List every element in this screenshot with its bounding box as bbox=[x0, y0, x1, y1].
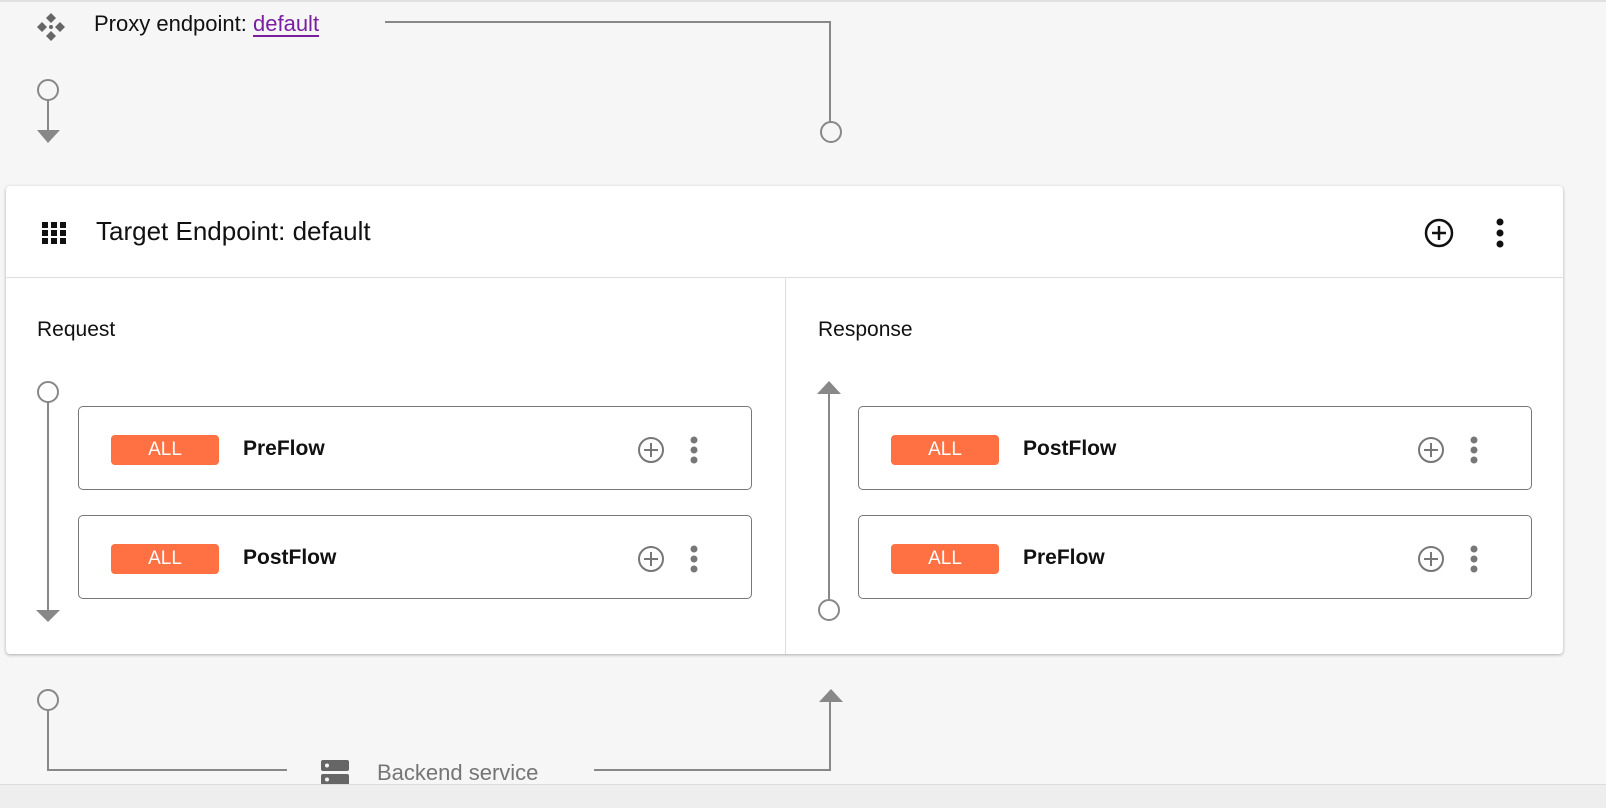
add-policy-button[interactable] bbox=[1423, 217, 1455, 254]
flow-name: PostFlow bbox=[1023, 437, 1117, 460]
more-options-icon[interactable] bbox=[689, 544, 699, 579]
more-options-icon[interactable] bbox=[1469, 435, 1479, 470]
add-step-icon[interactable] bbox=[636, 544, 666, 579]
flow-name: PreFlow bbox=[1023, 546, 1105, 569]
response-flow-postflow[interactable]: ALL PostFlow bbox=[858, 406, 1532, 490]
proxy-endpoint-icon bbox=[36, 12, 66, 47]
target-endpoint-title: Target Endpoint: default bbox=[96, 216, 371, 246]
add-step-icon[interactable] bbox=[1416, 544, 1446, 579]
proxy-endpoint-heading: Proxy endpoint: default bbox=[94, 11, 319, 37]
card-connectors bbox=[36, 381, 841, 622]
bottom-bar bbox=[0, 784, 1606, 808]
proxy-endpoint-link[interactable]: default bbox=[253, 11, 320, 36]
more-options-icon[interactable] bbox=[1469, 544, 1479, 579]
grid-icon bbox=[42, 222, 66, 249]
target-endpoint-card: Target Endpoint: default Request Respons… bbox=[6, 186, 1563, 654]
more-options-button[interactable] bbox=[1494, 217, 1506, 254]
more-options-icon[interactable] bbox=[689, 435, 699, 470]
flow-name: PostFlow bbox=[243, 546, 337, 569]
column-divider bbox=[785, 278, 786, 654]
card-header: Target Endpoint: default bbox=[6, 186, 1563, 278]
response-flow-preflow[interactable]: ALL PreFlow bbox=[858, 515, 1532, 599]
condition-badge: ALL bbox=[891, 544, 999, 574]
request-flow-postflow[interactable]: ALL PostFlow bbox=[78, 515, 752, 599]
response-label: Response bbox=[818, 318, 913, 341]
backend-service-label: Backend service bbox=[377, 760, 539, 785]
backend-server-icon bbox=[321, 760, 349, 791]
condition-badge: ALL bbox=[111, 544, 219, 574]
proxy-endpoint-label: Proxy endpoint: bbox=[94, 11, 247, 36]
condition-badge: ALL bbox=[111, 435, 219, 465]
request-flow-preflow[interactable]: ALL PreFlow bbox=[78, 406, 752, 490]
add-step-icon[interactable] bbox=[1416, 435, 1446, 470]
add-step-icon[interactable] bbox=[636, 435, 666, 470]
flow-name: PreFlow bbox=[243, 437, 325, 460]
request-label: Request bbox=[37, 318, 116, 341]
condition-badge: ALL bbox=[891, 435, 999, 465]
